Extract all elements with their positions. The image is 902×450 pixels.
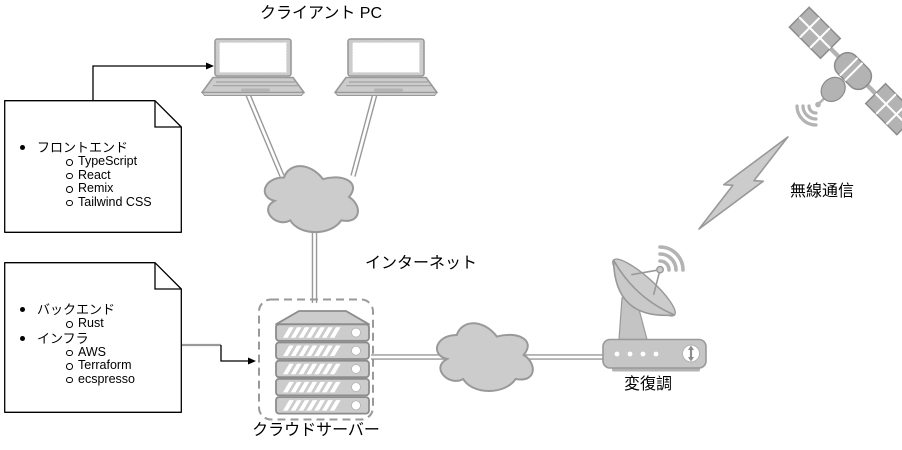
list-item: TypeScript [37,154,178,169]
list-item: Rust [37,316,178,331]
note-heading: インフラ [37,330,89,346]
satellite-signal-icon [795,104,818,127]
list-item: フロントエンド TypeScript React Remix Tailwind … [14,140,178,209]
list-item: React [37,168,178,183]
list-item: Remix [37,181,178,196]
server-rack-icon [275,310,370,415]
satellite-dish-icon [612,258,676,317]
list-item: ecspresso [37,372,178,387]
note-heading: バックエンド [37,302,116,317]
modem-leds [614,351,659,357]
cloud-icon [436,322,534,392]
list-item: インフラ AWS Terraform ecspresso [14,331,178,387]
updown-arrow-icon [682,344,700,363]
cloud-server-icon [258,298,374,421]
wireless-label: 無線通信 [789,183,855,200]
list-item: Terraform [37,358,178,373]
note-outline [4,100,182,233]
cloud-server-label: クラウドサーバー [252,422,380,439]
client-pc-title: クライアント PC [259,5,383,22]
note-heading: フロントエンド [37,140,129,155]
network-edge-laptop2-internet [350,89,379,177]
modem-icon [602,245,707,372]
note-arrow-frontend [92,62,214,100]
dashed-group-box [258,298,374,421]
note-arrow-backend [182,343,256,365]
list-item: Tailwind CSS [37,195,178,210]
internet-label: インターネット [364,255,478,272]
backend-note: バックエンド Rust インフラ AWS Terraform ecspresso [4,262,182,413]
solar-panel [788,6,842,60]
laptop-icon [201,38,305,97]
network-edge-laptop1-internet [243,88,285,178]
list-item: バックエンド Rust [14,302,178,331]
modem-label: 変復調 [623,376,673,393]
lightning-bolt-icon [698,136,789,230]
satellite-icon [788,6,902,136]
note-outline [4,262,182,413]
frontend-note: フロントエンド TypeScript React Remix Tailwind … [4,100,182,233]
laptop-icon-2 [334,38,438,97]
list-item: AWS [37,345,178,360]
internet-cloud-icon [263,165,359,233]
wifi-signal-icon [658,245,685,272]
satellite-dish-small [815,76,846,108]
